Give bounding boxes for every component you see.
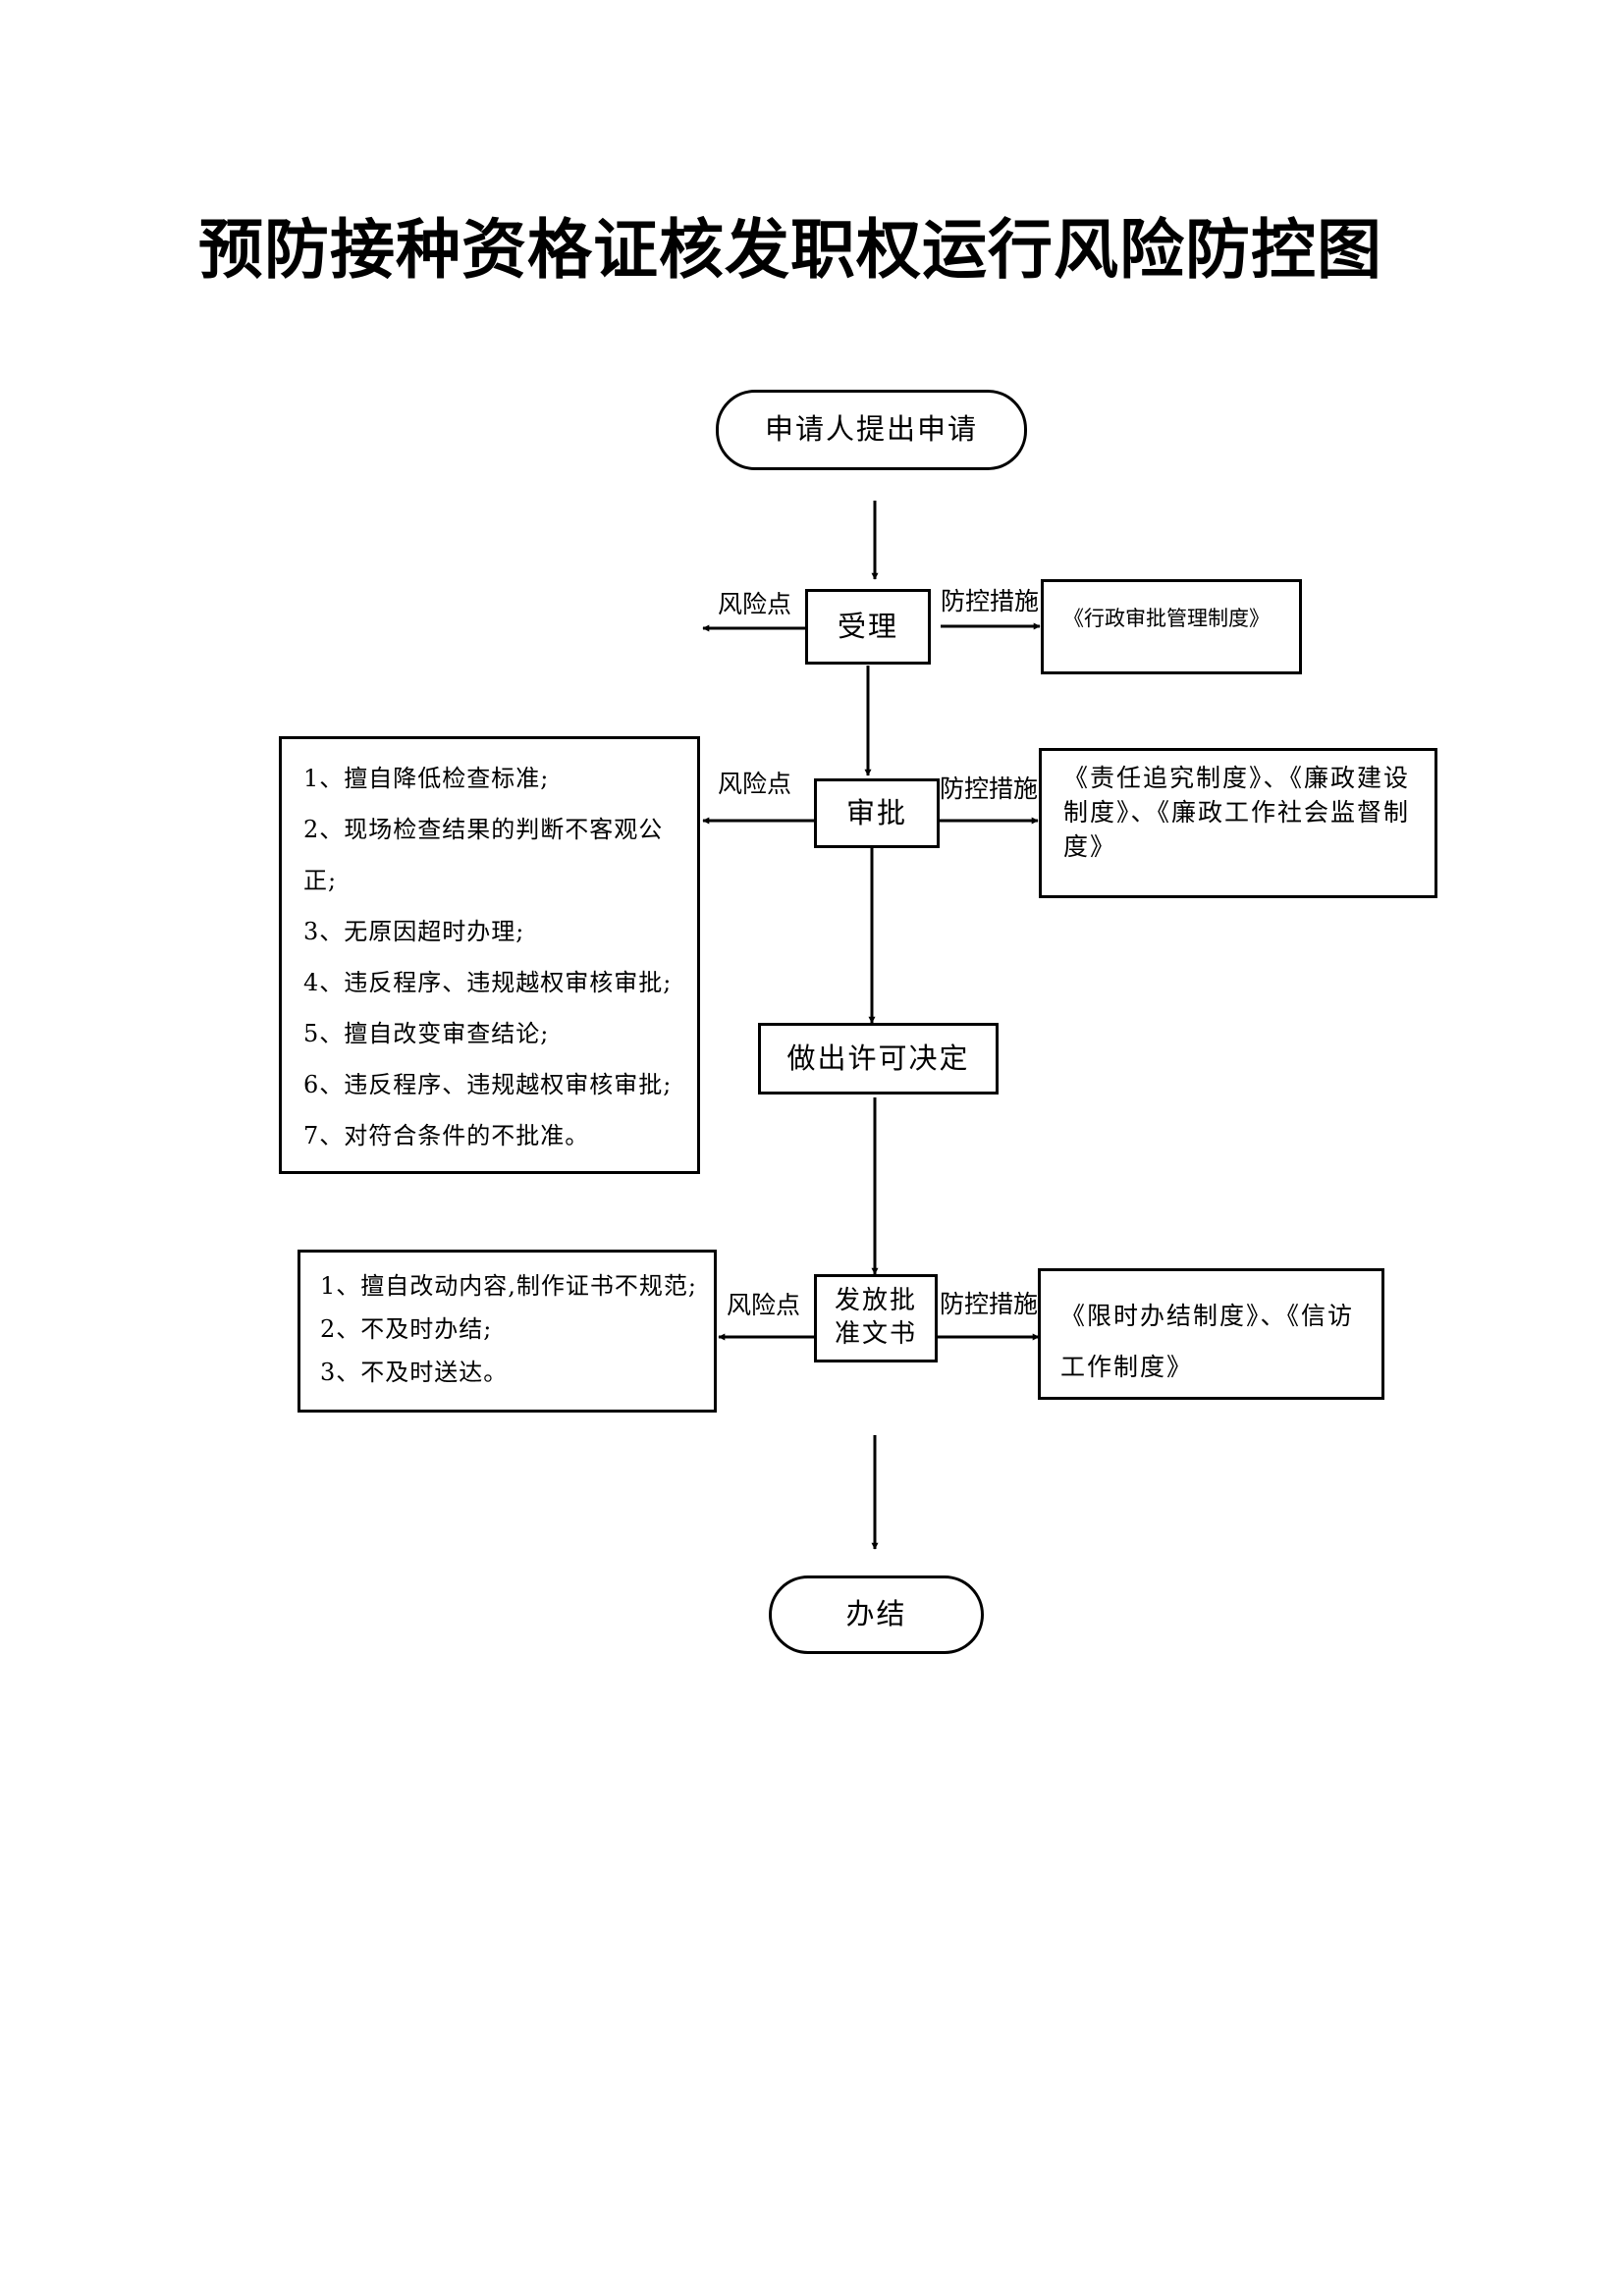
approve-risk-list: 1、擅自降低检查标准; 2、现场检查结果的判断不客观公 正; 3、无原因超时办理… xyxy=(303,753,672,1161)
step-issue-line2: 准文书 xyxy=(834,1319,917,1349)
step-decide: 做出许可决定 xyxy=(758,1023,999,1095)
step-apply: 申请人提出申请 xyxy=(716,390,1027,470)
approve-risk-item: 7、对符合条件的不批准。 xyxy=(303,1122,590,1149)
step-decide-label: 做出许可决定 xyxy=(786,1041,970,1075)
step-done-label: 办结 xyxy=(845,1597,907,1631)
approve-risk-box: 1、擅自降低检查标准; 2、现场检查结果的判断不客观公 正; 3、无原因超时办理… xyxy=(279,736,700,1174)
accept-measure-text: 《行政审批管理制度》 xyxy=(1063,607,1270,630)
step-accept: 受理 xyxy=(805,589,931,665)
accept-measure-box: 《行政审批管理制度》 xyxy=(1041,579,1302,674)
accept-risk-label: 风险点 xyxy=(718,590,792,618)
issue-measure-text: 《限时办结制度》、《信访工作制度》 xyxy=(1060,1302,1355,1381)
approve-risk-item: 2、现场检查结果的判断不客观公 xyxy=(303,816,664,843)
step-issue: 发放批 准文书 xyxy=(814,1274,938,1362)
step-approve-label: 审批 xyxy=(845,795,907,829)
approve-measure-label: 防控措施 xyxy=(940,774,1039,803)
step-accept-label: 受理 xyxy=(837,609,898,643)
approve-risk-item: 1、擅自降低检查标准; xyxy=(303,765,550,792)
approve-risk-item: 3、无原因超时办理; xyxy=(303,918,525,945)
step-approve: 审批 xyxy=(814,778,940,848)
approve-risk-label: 风险点 xyxy=(718,770,792,798)
approve-risk-item: 6、违反程序、违规越权审核审批; xyxy=(303,1071,673,1098)
approve-risk-item: 正; xyxy=(303,867,338,894)
approve-measure-text: 《责任追究制度》、《廉政建设制度》、《廉政工作社会监督制度》 xyxy=(1063,764,1411,861)
step-apply-label: 申请人提出申请 xyxy=(764,412,978,447)
step-issue-line1: 发放批 xyxy=(834,1286,917,1316)
step-issue-text: 发放批 准文书 xyxy=(835,1285,917,1352)
issue-risk-item: 2、不及时办结; xyxy=(320,1315,493,1343)
issue-risk-box: 1、擅自改动内容,制作证书不规范; 2、不及时办结; 3、不及时送达。 xyxy=(298,1250,717,1413)
issue-measure-label: 防控措施 xyxy=(940,1290,1039,1318)
step-done: 办结 xyxy=(769,1575,984,1654)
issue-measure-box: 《限时办结制度》、《信访工作制度》 xyxy=(1038,1268,1384,1400)
page-title: 预防接种资格证核发职权运行风险防控图 xyxy=(198,211,1382,288)
issue-risk-item: 1、擅自改动内容,制作证书不规范; xyxy=(320,1272,697,1300)
accept-measure-label: 防控措施 xyxy=(941,587,1040,615)
approve-risk-item: 5、擅自改变审查结论; xyxy=(303,1020,550,1047)
issue-risk-label: 风险点 xyxy=(727,1291,801,1319)
issue-risk-item: 3、不及时送达。 xyxy=(320,1359,509,1386)
issue-risk-list: 1、擅自改动内容,制作证书不规范; 2、不及时办结; 3、不及时送达。 xyxy=(320,1264,697,1394)
approve-risk-item: 4、违反程序、违规越权审核审批; xyxy=(303,969,673,996)
approve-measure-box: 《责任追究制度》、《廉政建设制度》、《廉政工作社会监督制度》 xyxy=(1039,748,1437,898)
